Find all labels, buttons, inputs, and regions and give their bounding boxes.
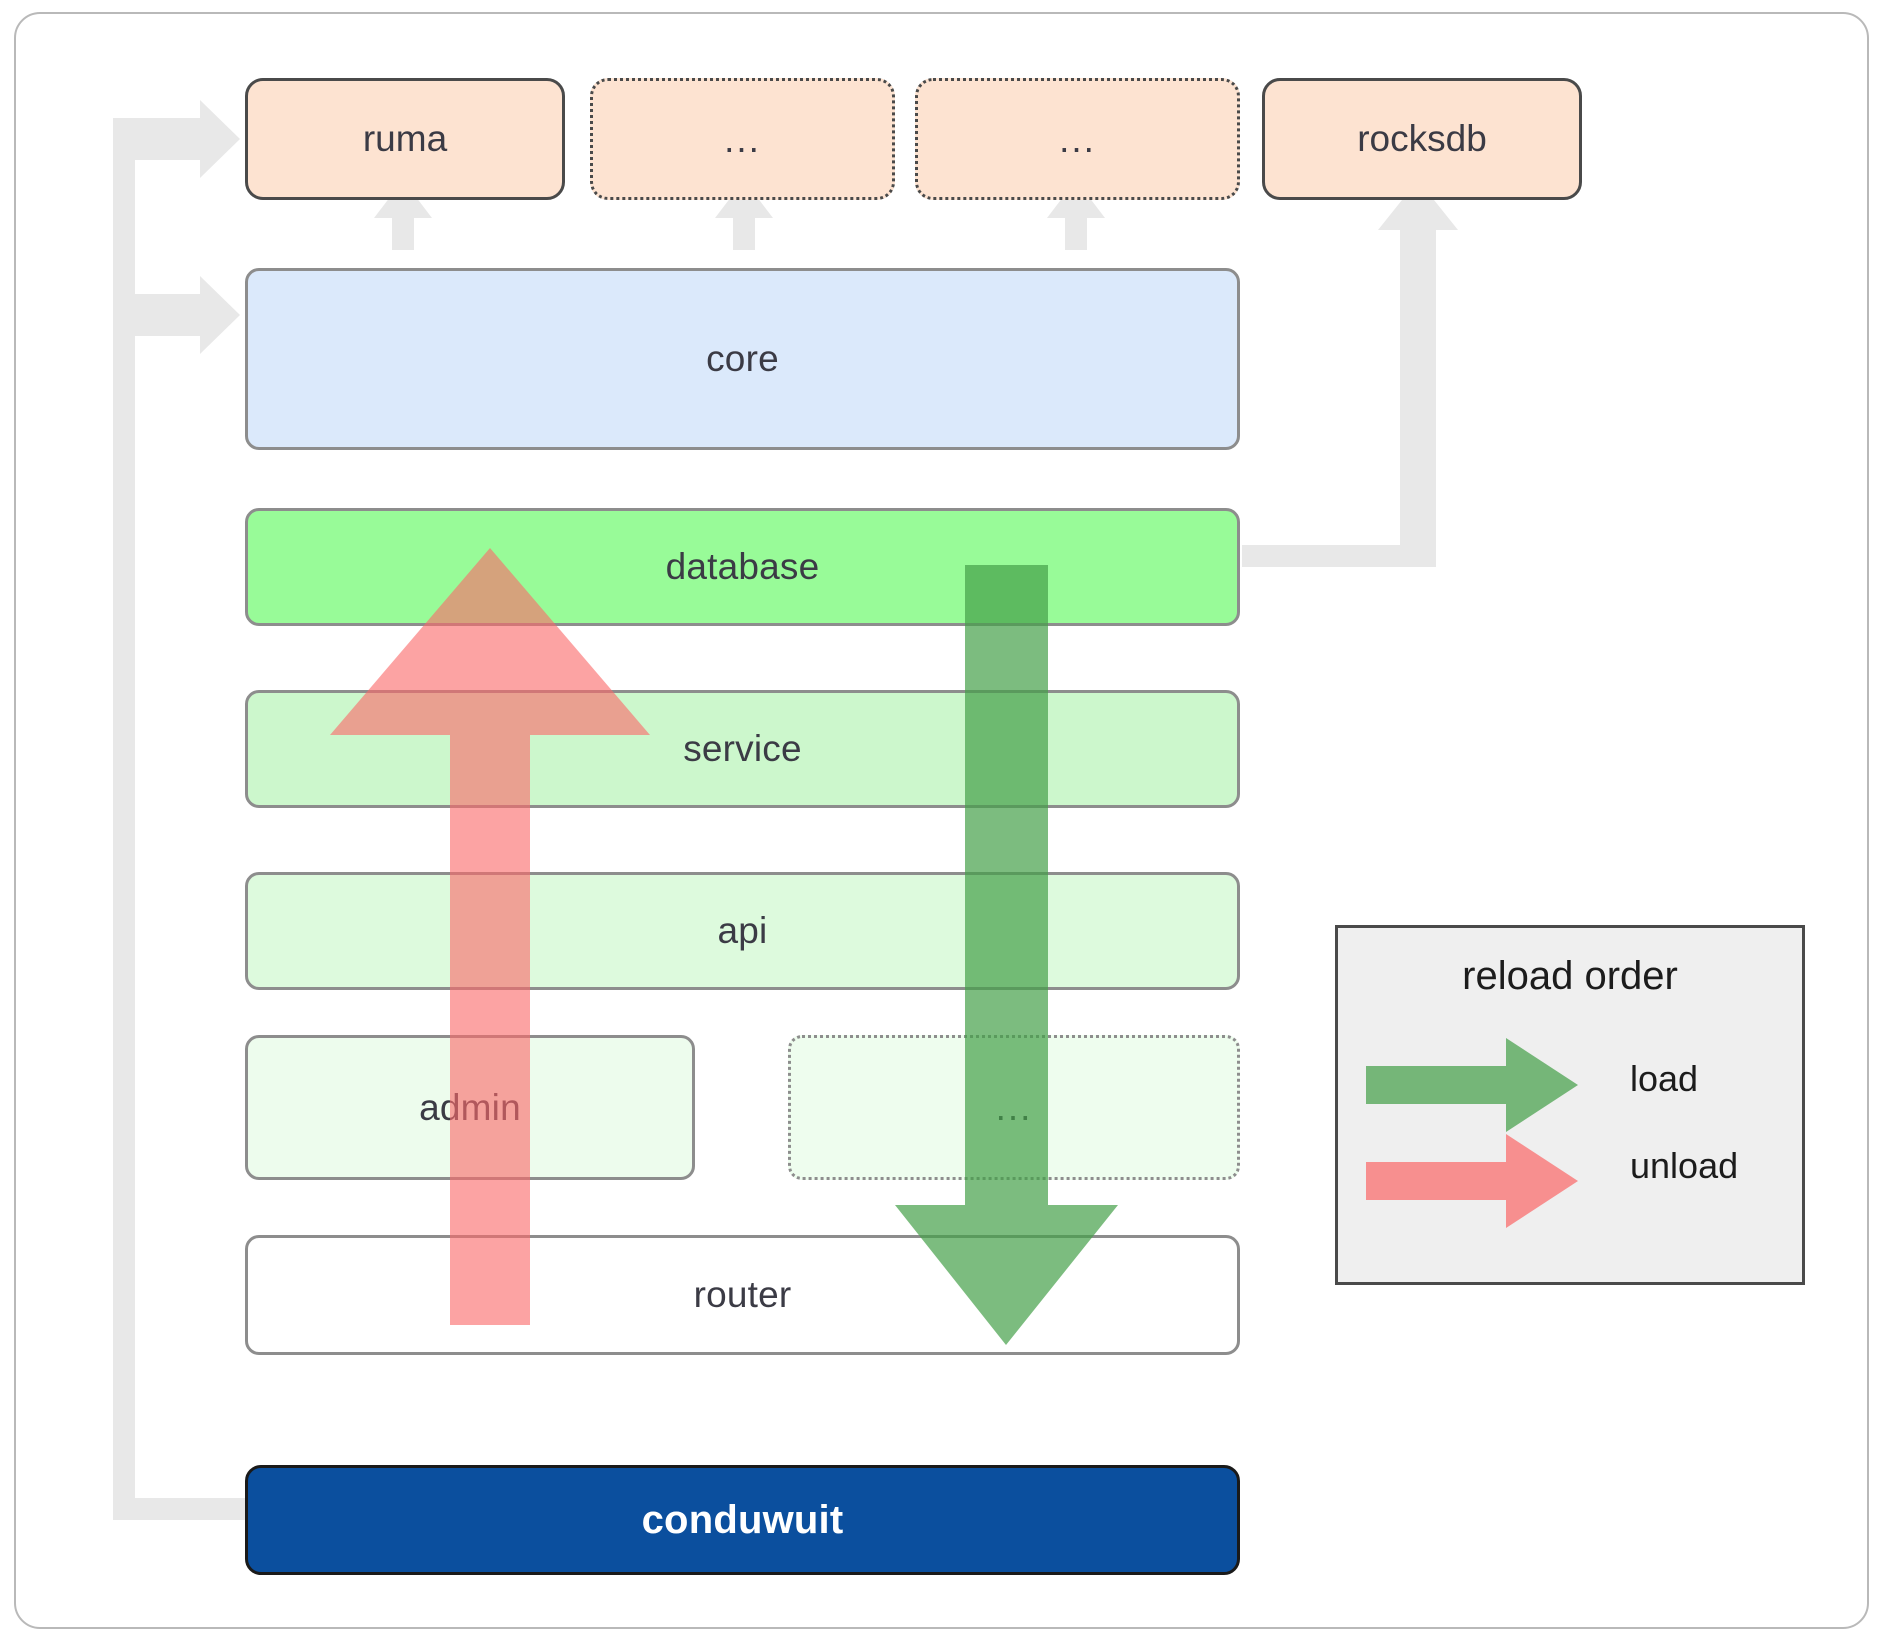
stack-layer-label: core bbox=[706, 338, 779, 379]
stack-layer-more[interactable]: ... bbox=[788, 1035, 1240, 1180]
legend-label-unload: unload bbox=[1630, 1145, 1739, 1186]
diagram-card bbox=[14, 12, 1869, 1629]
stack-layer-label: ... bbox=[995, 1087, 1033, 1128]
legend-panel: reload order load unload bbox=[1335, 925, 1805, 1285]
stack-layer-router[interactable]: router bbox=[245, 1235, 1240, 1355]
legend-label-load: load bbox=[1630, 1058, 1699, 1099]
external-box-more-1[interactable]: ... bbox=[590, 78, 895, 200]
external-box-label: ... bbox=[724, 118, 761, 160]
legend-load-arrow bbox=[1366, 1038, 1578, 1132]
external-box-ruma[interactable]: ruma bbox=[245, 78, 565, 200]
binary-box-label: conduwuit bbox=[641, 1497, 844, 1542]
external-box-label: ... bbox=[1059, 118, 1096, 160]
external-box-more-2[interactable]: ... bbox=[915, 78, 1240, 200]
legend-unload-arrow bbox=[1366, 1134, 1578, 1228]
stack-layer-label: admin bbox=[419, 1086, 521, 1128]
external-box-label: ruma bbox=[362, 118, 448, 159]
stack-layer-core[interactable]: core bbox=[245, 268, 1240, 450]
stack-layer-database[interactable]: database bbox=[245, 508, 1240, 626]
stack-layer-label: service bbox=[683, 728, 802, 769]
stack-layer-service[interactable]: service bbox=[245, 690, 1240, 808]
stack-layer-api[interactable]: api bbox=[245, 872, 1240, 990]
external-box-rocksdb[interactable]: rocksdb bbox=[1262, 78, 1582, 200]
external-box-label: rocksdb bbox=[1357, 118, 1487, 159]
stack-layer-label: api bbox=[717, 910, 768, 951]
stack-layer-label: database bbox=[665, 546, 820, 587]
stack-layer-admin[interactable]: admin bbox=[245, 1035, 695, 1180]
stack-layer-label: router bbox=[693, 1274, 792, 1315]
legend-arrow-swatches bbox=[1366, 1038, 1578, 1228]
legend-title: reload order bbox=[1462, 954, 1678, 998]
binary-box-conduwuit[interactable]: conduwuit bbox=[245, 1465, 1240, 1575]
